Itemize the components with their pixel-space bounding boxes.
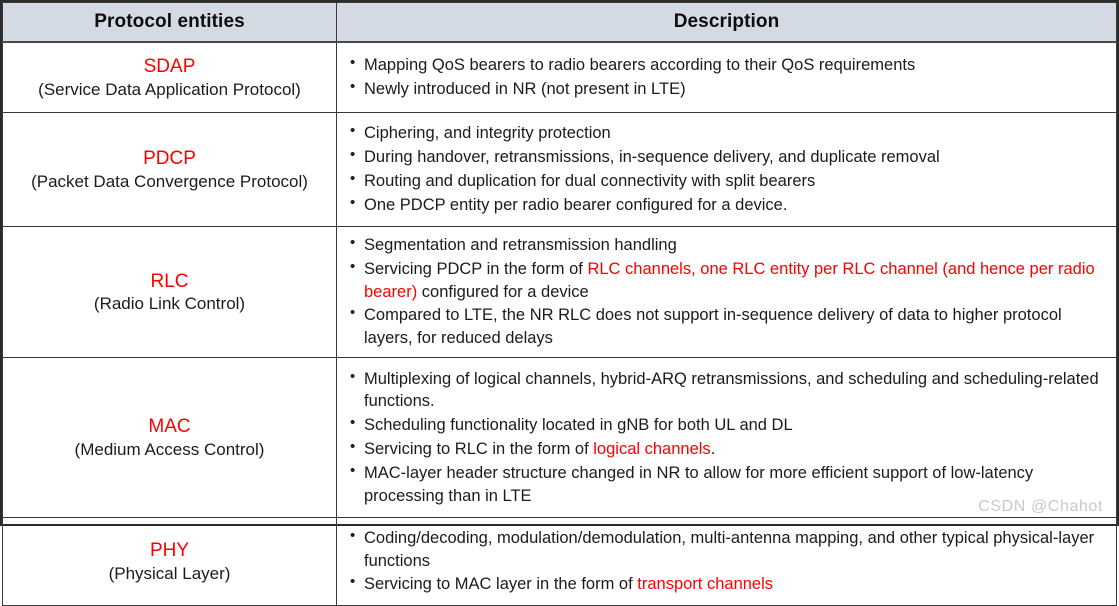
highlighted-text: logical channels — [593, 440, 711, 458]
entity-abbreviation: PDCP — [143, 148, 196, 169]
bullet-text: One PDCP entity per radio bearer configu… — [364, 195, 788, 214]
bullet-item: One PDCP entity per radio bearer configu… — [347, 193, 1110, 217]
entity-cell-pdcp: PDCP (Packet Data Convergence Protocol) — [2, 112, 337, 227]
bullet-text: Coding/decoding, modulation/demodulation… — [364, 528, 1095, 570]
bullet-item: Compared to LTE, the NR RLC does not sup… — [347, 303, 1110, 350]
entity-full-name: (Packet Data Convergence Protocol) — [31, 171, 308, 191]
bullet-text: Ciphering, and integrity protection — [364, 124, 611, 143]
table-body: SDAP (Service Data Application Protocol)… — [2, 41, 1117, 606]
bullet-list: Multiplexing of logical channels, hybrid… — [347, 367, 1110, 508]
entity-full-name: (Service Data Application Protocol) — [38, 79, 301, 99]
bullet-item: Mapping QoS bearers to radio bearers acc… — [347, 53, 1110, 77]
bullet-text: Servicing PDCP in the form of — [364, 259, 588, 278]
bullet-item: Scheduling functionality located in gNB … — [347, 413, 1110, 437]
bullet-text: MAC-layer header structure changed in NR… — [364, 463, 1034, 505]
bullet-text: Compared to LTE, the NR RLC does not sup… — [364, 306, 1062, 348]
description-cell-phy: Coding/decoding, modulation/demodulation… — [336, 517, 1117, 606]
bullet-list: Ciphering, and integrity protectionDurin… — [347, 121, 1110, 217]
bullet-item: Servicing to MAC layer in the form of tr… — [347, 572, 1110, 596]
entity-cell-sdap: SDAP (Service Data Application Protocol) — [2, 41, 337, 113]
highlighted-text: transport channels — [637, 575, 774, 594]
entity-full-name: (Medium Access Control) — [74, 439, 265, 459]
table-header: Protocol entities Description — [2, 2, 1117, 43]
entity-abbreviation: MAC — [148, 416, 191, 437]
entity-abbreviation: SDAP — [143, 56, 196, 77]
description-cell-mac: Multiplexing of logical channels, hybrid… — [336, 357, 1117, 518]
bullet-item: Segmentation and retransmission handling — [347, 233, 1110, 257]
bullet-text: Servicing to MAC layer in the form of — [364, 575, 638, 594]
bullet-item: Servicing to RLC in the form of logical … — [347, 437, 1110, 461]
highlighted-text: RLC channels, one RLC entity per RLC cha… — [364, 259, 1095, 301]
bullet-text: Routing and duplication for dual connect… — [364, 172, 816, 190]
table-row: PHY (Physical Layer) Coding/decoding, mo… — [2, 517, 1117, 606]
description-cell-pdcp: Ciphering, and integrity protectionDurin… — [336, 112, 1117, 227]
bullet-list: Coding/decoding, modulation/demodulation… — [347, 526, 1110, 596]
bullet-text: Servicing to RLC in the form of — [364, 440, 594, 458]
description-cell-rlc: Segmentation and retransmission handling… — [336, 226, 1117, 358]
bullet-item: MAC-layer header structure changed in NR… — [347, 461, 1110, 508]
bullet-item: Newly introduced in NR (not present in L… — [347, 77, 1110, 101]
header-row: Protocol entities Description — [2, 2, 1117, 43]
column-header-protocol-entities: Protocol entities — [2, 2, 337, 43]
bullet-list: Segmentation and retransmission handling… — [347, 233, 1110, 350]
bullet-item: During handover, retransmissions, in-seq… — [347, 145, 1110, 169]
entity-full-name: (Physical Layer) — [108, 563, 231, 583]
bullet-item: Servicing PDCP in the form of RLC channe… — [347, 257, 1110, 304]
bullet-text: Newly introduced in NR (not present in L… — [364, 80, 686, 98]
entity-abbreviation: PHY — [149, 540, 190, 561]
column-header-description: Description — [336, 2, 1117, 43]
bullet-text: During handover, retransmissions, in-seq… — [364, 148, 940, 167]
protocol-entities-table-container: Protocol entities Description SDAP (Serv… — [0, 0, 1119, 526]
table-row: PDCP (Packet Data Convergence Protocol) … — [2, 112, 1117, 227]
entity-cell-phy: PHY (Physical Layer) — [2, 517, 337, 606]
description-cell-sdap: Mapping QoS bearers to radio bearers acc… — [336, 41, 1117, 113]
table-row: MAC (Medium Access Control) Multiplexing… — [2, 357, 1117, 518]
bullet-list: Mapping QoS bearers to radio bearers acc… — [347, 53, 1110, 101]
bullet-text: . — [710, 440, 716, 458]
table-row: SDAP (Service Data Application Protocol)… — [2, 41, 1117, 113]
entity-full-name: (Radio Link Control) — [93, 294, 246, 314]
bullet-item: Coding/decoding, modulation/demodulation… — [347, 526, 1110, 573]
bullet-item: Routing and duplication for dual connect… — [347, 169, 1110, 193]
bullet-text: Segmentation and retransmission handling — [364, 236, 677, 255]
bullet-item: Multiplexing of logical channels, hybrid… — [347, 367, 1110, 414]
bullet-text: Multiplexing of logical channels, hybrid… — [364, 369, 1099, 411]
entity-abbreviation: RLC — [150, 270, 189, 292]
entity-cell-mac: MAC (Medium Access Control) — [2, 357, 337, 518]
entity-cell-rlc: RLC (Radio Link Control) — [2, 226, 337, 358]
table-row: RLC (Radio Link Control) Segmentation an… — [2, 226, 1117, 358]
bullet-text: Mapping QoS bearers to radio bearers acc… — [364, 56, 916, 75]
bullet-item: Ciphering, and integrity protection — [347, 121, 1110, 145]
bullet-text: configured for a device — [417, 282, 589, 301]
bullet-text: Scheduling functionality located in gNB … — [364, 416, 793, 435]
